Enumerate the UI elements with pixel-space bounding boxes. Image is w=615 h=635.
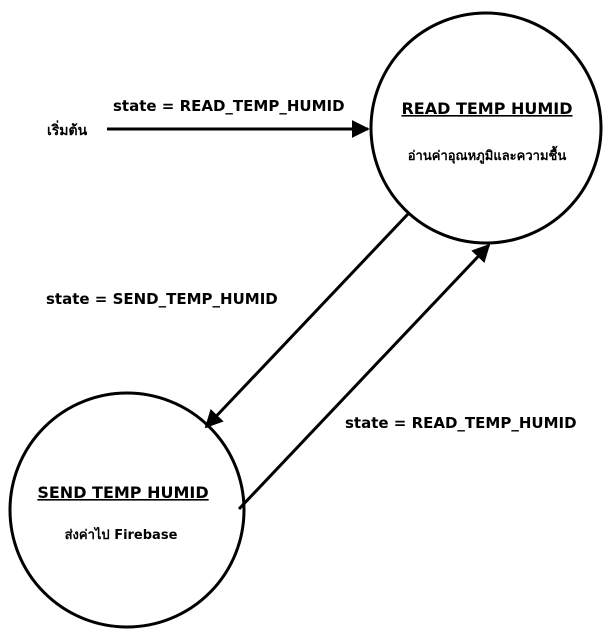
state-send-title: SEND TEMP HUMID xyxy=(37,483,208,502)
state-read-temp-humid xyxy=(369,11,603,245)
transition-read-to-send-label: state = SEND_TEMP_HUMID xyxy=(46,290,278,308)
state-send-description: ส่งค่าไป Firebase xyxy=(65,526,178,543)
transition-start-label: state = READ_TEMP_HUMID xyxy=(113,97,345,115)
state-read-title: READ TEMP HUMID xyxy=(401,99,572,118)
transition-send-to-read-arrow xyxy=(237,243,491,511)
state-read-description: อ่านค่าอุณหภูมิและความชื้น xyxy=(408,145,567,164)
start-label: เริ่มต้น xyxy=(47,120,88,139)
transition-read-to-send-arrow xyxy=(204,212,410,429)
transition-send-to-read-label: state = READ_TEMP_HUMID xyxy=(345,414,577,432)
state-send-temp-humid xyxy=(8,391,246,629)
